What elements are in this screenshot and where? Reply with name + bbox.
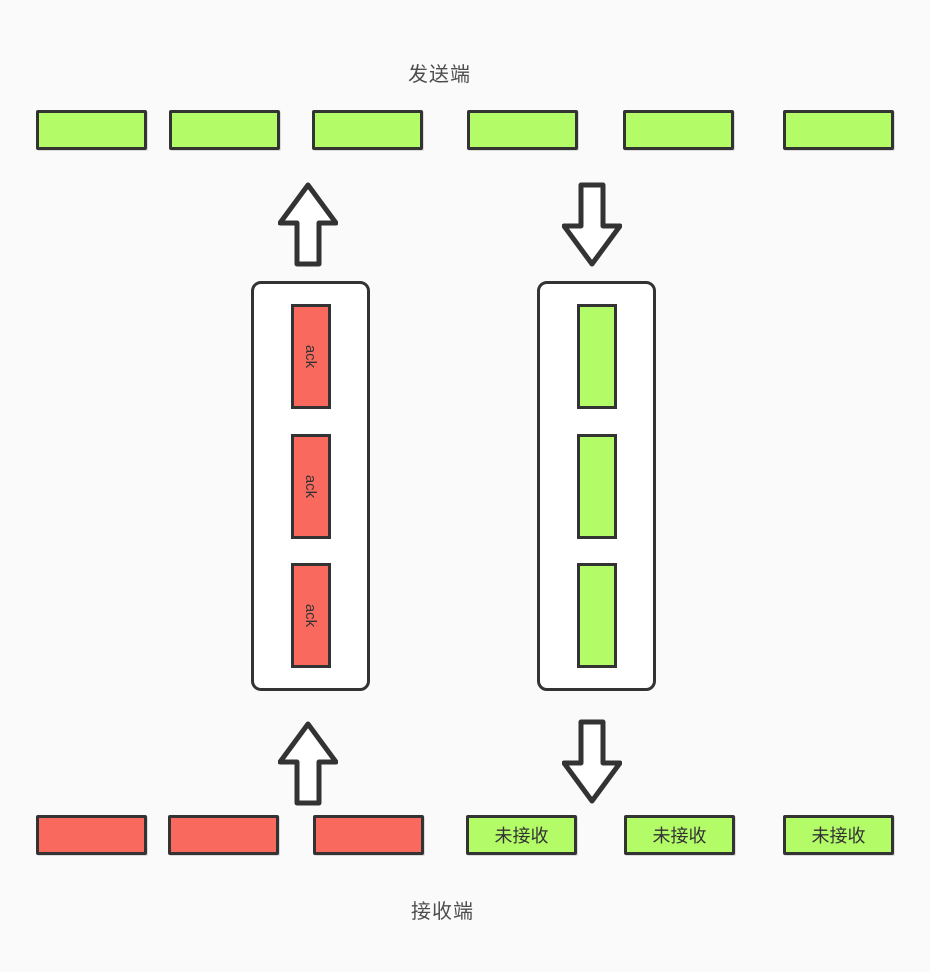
sender-label: 发送端: [408, 64, 471, 86]
receiver-label: 接收端: [411, 901, 474, 923]
sent-packet: [623, 110, 734, 150]
arrow-down-icon: [562, 182, 622, 267]
arrow-up-icon: [278, 182, 338, 267]
data-packet: [576, 433, 617, 539]
unreceived-packet: 未接收: [624, 815, 735, 855]
sent-packet: [312, 110, 423, 150]
received-packet: [313, 815, 424, 855]
ack-channel-container: ack ack ack: [251, 281, 370, 691]
unreceived-packet-label: 未接收: [811, 826, 866, 846]
arrow-up-icon: [278, 721, 338, 806]
ack-packet-label: ack: [302, 603, 319, 628]
unreceived-packet: 未接收: [783, 815, 894, 855]
ack-packet: ack: [290, 563, 331, 668]
data-channel-container: [537, 281, 656, 691]
arrow-down-icon: [562, 719, 622, 804]
ack-packet-label: ack: [302, 344, 319, 369]
sent-packet: [36, 110, 147, 150]
ack-packet: ack: [290, 304, 331, 409]
sent-packet: [783, 110, 894, 150]
data-packet: [576, 563, 617, 668]
unreceived-packet: 未接收: [466, 815, 577, 855]
ack-packet-label: ack: [302, 474, 319, 498]
received-packet: [168, 815, 279, 855]
unreceived-packet-label: 未接收: [652, 826, 707, 846]
unreceived-packet-label: 未接收: [494, 826, 549, 846]
sent-packet: [467, 110, 578, 150]
sent-packet: [169, 110, 280, 150]
ack-packet: ack: [290, 433, 331, 539]
received-packet: [36, 815, 147, 855]
data-packet: [576, 304, 617, 409]
